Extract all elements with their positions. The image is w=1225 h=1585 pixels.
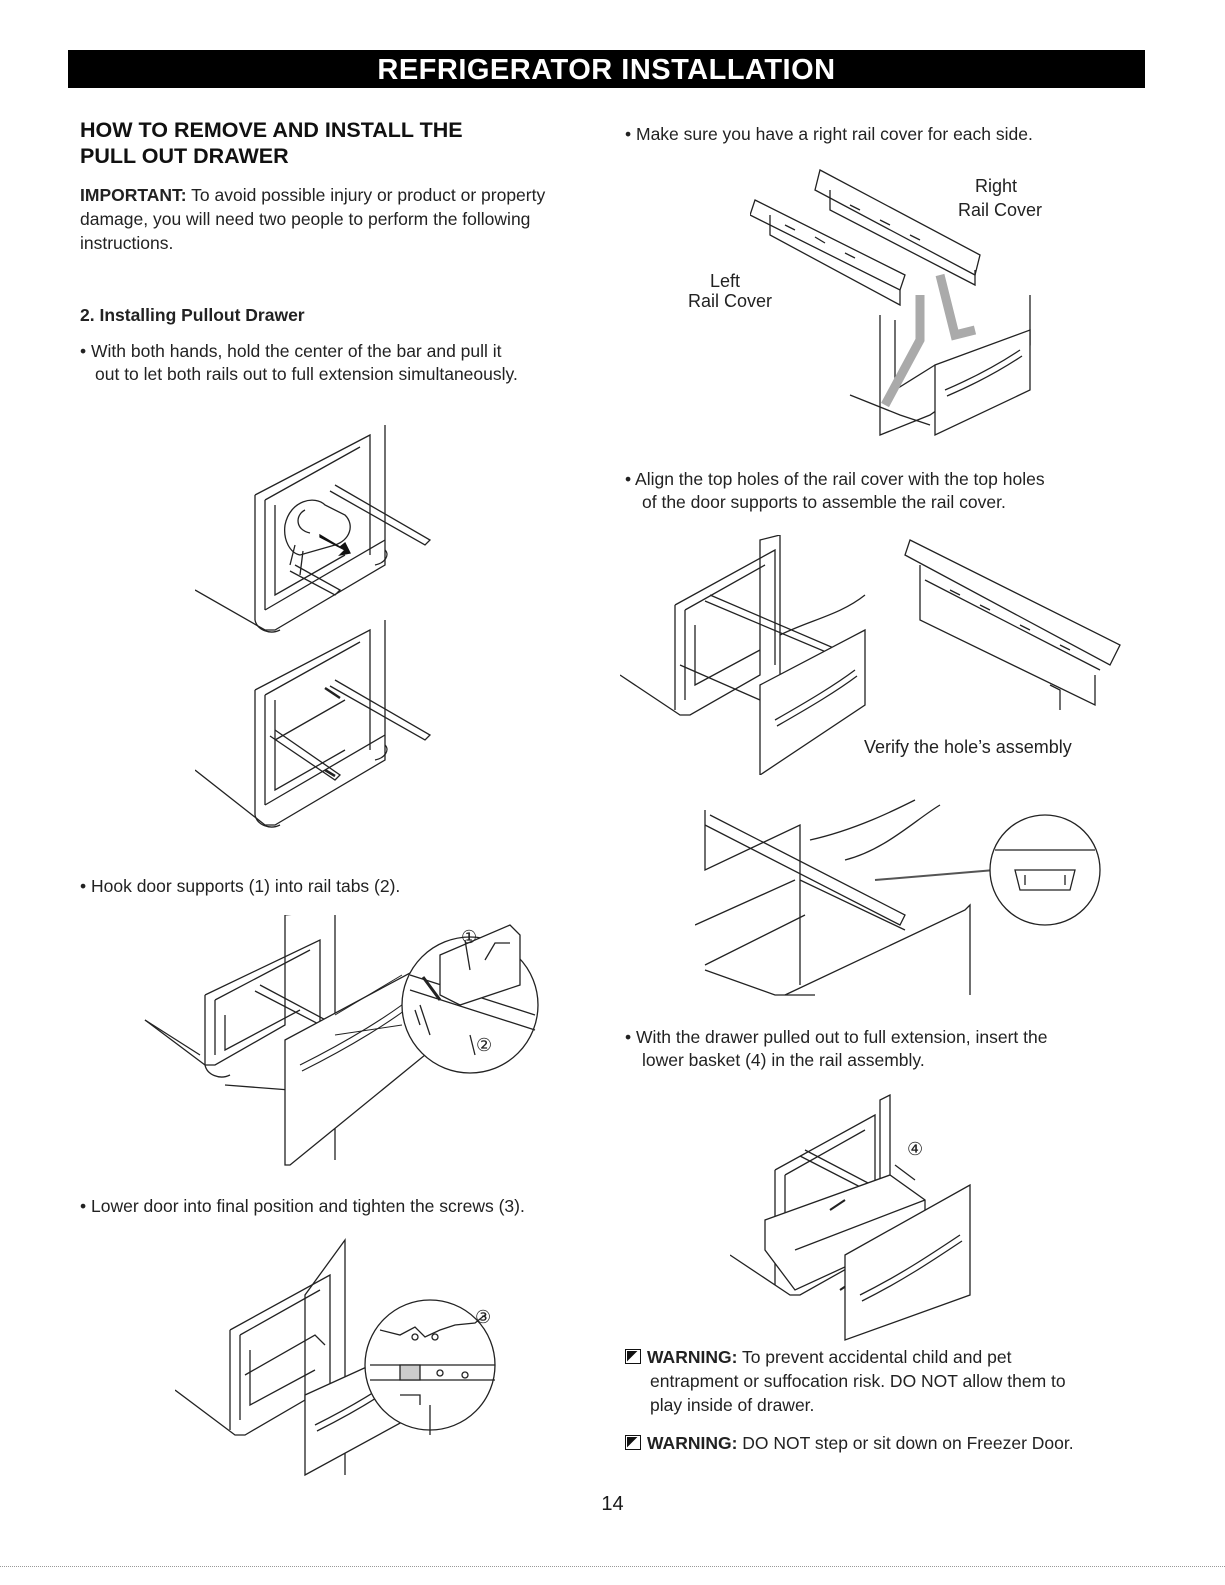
step3-text: • Lower door into final position and tig… — [80, 1196, 525, 1216]
warning2-text: DO NOT step or sit down on Freezer Door. — [737, 1433, 1074, 1453]
important-line2: damage, you will need two people to perf… — [80, 209, 531, 229]
right-step3-line2: lower basket (4) in the rail assembly. — [642, 1050, 925, 1070]
figure-hook-door-supports: ① ② — [140, 915, 550, 1180]
figure-rails-extended — [195, 620, 445, 840]
figure-verify-holes — [695, 780, 1105, 1000]
figure-insert-basket: ④ — [730, 1070, 980, 1345]
important-line1: IMPORTANT: To avoid possible injury or p… — [80, 184, 545, 207]
callout-3: ③ — [475, 1307, 492, 1327]
page-heading-line2: PULL OUT DRAWER — [80, 144, 289, 168]
step1-line1: • With both hands, hold the center of th… — [80, 341, 502, 361]
page-number: 14 — [601, 1493, 624, 1515]
right-step3-line1: • With the drawer pulled out to full ext… — [625, 1027, 1048, 1047]
warning-icon — [625, 1349, 641, 1364]
section-banner: REFRIGERATOR INSTALLATION — [68, 50, 1145, 88]
warning1-text-1: To prevent accidental child and pet — [737, 1347, 1012, 1367]
label-right-rail-2: Rail Cover — [958, 200, 1043, 220]
figure-align-holes — [620, 535, 1130, 775]
figure-rail-covers — [750, 165, 1050, 455]
step1-line2: out to let both rails out to full extens… — [95, 364, 518, 384]
figure-tighten-screws: ③ — [175, 1235, 515, 1480]
important-line3: instructions. — [80, 233, 174, 253]
verify-label: Verify the hole’s assembly — [864, 737, 1072, 757]
warning1-line3: play inside of drawer. — [650, 1395, 815, 1415]
warning-icon — [625, 1435, 641, 1450]
warning1-line1: WARNING: To prevent accidental child and… — [625, 1346, 1011, 1369]
label-left-rail-2: Rail Cover — [688, 291, 773, 311]
page-heading-line1: HOW TO REMOVE AND INSTALL THE — [80, 118, 463, 142]
warning1-label: WARNING: — [647, 1347, 738, 1367]
figure-pull-rails-hands — [195, 425, 445, 640]
warning2-line: WARNING: DO NOT step or sit down on Free… — [625, 1432, 1074, 1455]
right-step2-line2: of the door supports to assemble the rai… — [642, 492, 1006, 512]
important-text-1: To avoid possible injury or product or p… — [186, 185, 546, 205]
important-label: IMPORTANT: — [80, 185, 187, 205]
warning1-line2: entrapment or suffocation risk. DO NOT a… — [650, 1371, 1066, 1391]
subheading: 2. Installing Pullout Drawer — [80, 305, 305, 325]
callout-1: ① — [461, 927, 478, 947]
step2-text: • Hook door supports (1) into rail tabs … — [80, 876, 401, 896]
label-right-rail-1: Right — [975, 176, 1018, 196]
label-left-rail-1: Left — [710, 271, 741, 291]
callout-4: ④ — [907, 1139, 924, 1159]
callout-2: ② — [476, 1035, 493, 1055]
warning2-label: WARNING: — [647, 1433, 738, 1453]
right-step1-text: • Make sure you have a right rail cover … — [625, 124, 1033, 144]
right-step2-line1: • Align the top holes of the rail cover … — [625, 469, 1045, 489]
bottom-divider — [0, 1566, 1225, 1567]
